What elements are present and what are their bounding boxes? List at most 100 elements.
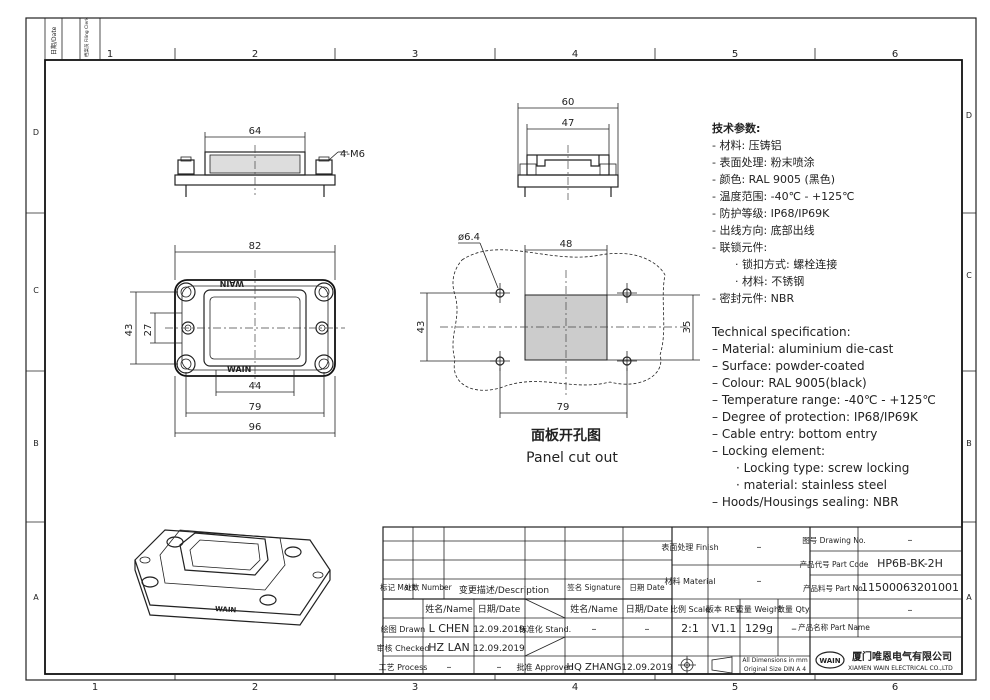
svg-text:· material: stainless steel: · material: stainless steel (736, 478, 887, 492)
svg-text:12.09.2019: 12.09.2019 (473, 644, 525, 654)
svg-text:12.09.2019: 12.09.2019 (473, 625, 525, 635)
dim-47: 47 (562, 118, 575, 129)
outer-border (25, 17, 977, 681)
zone-left-C: C (33, 286, 39, 295)
svg-text:· Locking type: screw locking: · Locking type: screw locking (736, 461, 909, 475)
svg-text:– Locking element:: – Locking element: (712, 444, 825, 458)
dim-48: 48 (560, 239, 573, 250)
zone-right-A: A (966, 593, 972, 602)
svg-text:–: – (592, 624, 597, 635)
zone-right-D: D (966, 111, 972, 120)
projection-symbol-icon (678, 656, 733, 674)
corner-label-filing-clerk: 档案员 Filing Clerk (83, 17, 90, 57)
cutout-title-cn: 面板开孔图 (531, 427, 601, 444)
dim-79-cutout: 79 (557, 402, 570, 413)
iso-brand: WAIN (215, 605, 237, 614)
svg-text:审核 Checked: 审核 Checked (377, 643, 430, 653)
svg-text:日期/Date: 日期/Date (478, 604, 521, 615)
svg-text:–: – (757, 542, 762, 553)
zone-top-2: 2 (252, 49, 258, 60)
svg-text:–: – (645, 624, 650, 635)
zone-right-C: C (966, 271, 972, 280)
svg-text:- 联锁元件:: - 联锁元件: (712, 240, 767, 254)
zone-bottom-5: 5 (732, 682, 738, 693)
zone-top-1: 1 (107, 49, 113, 60)
svg-text:Technical specification:: Technical specification: (711, 325, 851, 339)
svg-text:标记 Mark: 标记 Mark (380, 582, 417, 592)
dim-64: 64 (249, 126, 262, 137)
svg-text:表面处理 Finish: 表面处理 Finish (661, 542, 718, 552)
zone-bottom-2: 2 (252, 682, 258, 693)
dim-79-front: 79 (249, 402, 262, 413)
zone-right-B: B (966, 439, 972, 448)
zone-top-4: 4 (572, 49, 578, 60)
svg-text:12.09.2019: 12.09.2019 (621, 663, 673, 673)
zone-left-A: A (33, 593, 39, 602)
zone-top-6: 6 (892, 49, 898, 60)
svg-text:版本 REV.: 版本 REV. (706, 604, 742, 614)
title-block-text: 标记 Mark 处数 Number 变更描述/Description 签名 Si… (377, 535, 959, 673)
svg-text:姓名/Name: 姓名/Name (425, 603, 473, 615)
isometric-view (134, 529, 331, 626)
front-view-brand-top: WAIN (220, 279, 244, 288)
svg-text:XIAMEN WAIN ELECTRICAL CO.,LTD: XIAMEN WAIN ELECTRICAL CO.,LTD (848, 665, 953, 672)
svg-text:– Material: aluminium die-cast: – Material: aluminium die-cast (712, 342, 894, 356)
svg-text:产品料号 Part No.: 产品料号 Part No. (803, 583, 865, 593)
svg-text:HP6B-BK-2H: HP6B-BK-2H (877, 557, 943, 570)
svg-text:日期 Date: 日期 Date (629, 583, 665, 592)
svg-text:- 密封元件: NBR: - 密封元件: NBR (712, 291, 794, 305)
svg-text:材料 Material: 材料 Material (664, 576, 715, 586)
svg-text:- 出线方向: 底部出线: - 出线方向: 底部出线 (712, 223, 815, 237)
end-view (517, 103, 619, 200)
svg-text:· 锁扣方式: 螺栓连接: · 锁扣方式: 螺栓连接 (735, 257, 837, 271)
dim-96: 96 (249, 422, 262, 433)
corner-label-date: 日期/Date (50, 26, 58, 55)
zone-top-3: 3 (412, 49, 418, 60)
svg-text:L CHEN: L CHEN (429, 622, 470, 635)
svg-text:签名 Signature: 签名 Signature (567, 582, 621, 592)
svg-text:数量 Qty.: 数量 Qty. (777, 604, 811, 614)
zone-bottom-6: 6 (892, 682, 898, 693)
zone-bottom-1: 1 (92, 682, 98, 693)
svg-text:姓名/Name: 姓名/Name (570, 603, 618, 615)
svg-text:– Surface: powder-coated: – Surface: powder-coated (712, 359, 865, 373)
svg-text:2:1: 2:1 (681, 622, 699, 635)
svg-text:–: – (447, 662, 452, 673)
svg-text:–: – (497, 662, 502, 673)
dim-82: 82 (249, 241, 262, 252)
front-view (130, 245, 345, 437)
svg-text:– Degree of protection: IP68/I: – Degree of protection: IP68/IP69K (712, 410, 919, 424)
title-block (382, 526, 963, 675)
svg-text:标准化 Stand.: 标准化 Stand. (519, 624, 571, 634)
dim-43-cutout: 43 (416, 321, 427, 334)
zone-top-5: 5 (732, 49, 738, 60)
svg-text:–: – (908, 535, 913, 546)
panel-cutout-view (420, 242, 700, 418)
dim-35: 35 (682, 321, 693, 334)
side-view (174, 132, 348, 197)
svg-text:129g: 129g (745, 622, 773, 635)
dim-60: 60 (562, 97, 575, 108)
spec-cn-block: 技术参数: - 材料: 压铸铝 - 表面处理: 粉末喷涂 - 颜色: RAL 9… (712, 121, 855, 305)
svg-text:处数 Number: 处数 Number (404, 582, 452, 592)
svg-text:HQ ZHANG: HQ ZHANG (566, 662, 621, 673)
svg-text:11500063201001: 11500063201001 (861, 581, 959, 594)
svg-text:- 表面处理: 粉末喷涂: - 表面处理: 粉末喷涂 (712, 155, 815, 169)
svg-text:产品名称 Part Name: 产品名称 Part Name (798, 622, 870, 632)
svg-text:– Temperature range: -40℃ - +1: – Temperature range: -40℃ - +125℃ (712, 393, 936, 407)
svg-text:WAIN: WAIN (819, 657, 840, 665)
svg-text:批准 Approved: 批准 Approved (517, 662, 574, 672)
company-logo: WAIN (815, 651, 845, 669)
svg-text:– Cable entry: bottom entry: – Cable entry: bottom entry (712, 427, 877, 441)
svg-text:重量 Weight: 重量 Weight (736, 604, 782, 614)
svg-text:档案员 Filing Clerk: 档案员 Filing Clerk (83, 17, 90, 57)
dim-hole-dia: ø6.4 (458, 232, 480, 243)
svg-text:图号 Drawing No.: 图号 Drawing No. (802, 536, 865, 545)
svg-text:产品代号 Part Code: 产品代号 Part Code (800, 559, 869, 569)
front-view-brand-bottom: WAIN (227, 365, 251, 374)
cutout-title-en: Panel cut out (526, 450, 618, 466)
svg-text:比例 Scale: 比例 Scale (670, 604, 710, 614)
spec-en-block: Technical specification: – Material: alu… (711, 325, 936, 509)
svg-text:- 颜色: RAL 9005 (黑色): - 颜色: RAL 9005 (黑色) (712, 172, 835, 186)
